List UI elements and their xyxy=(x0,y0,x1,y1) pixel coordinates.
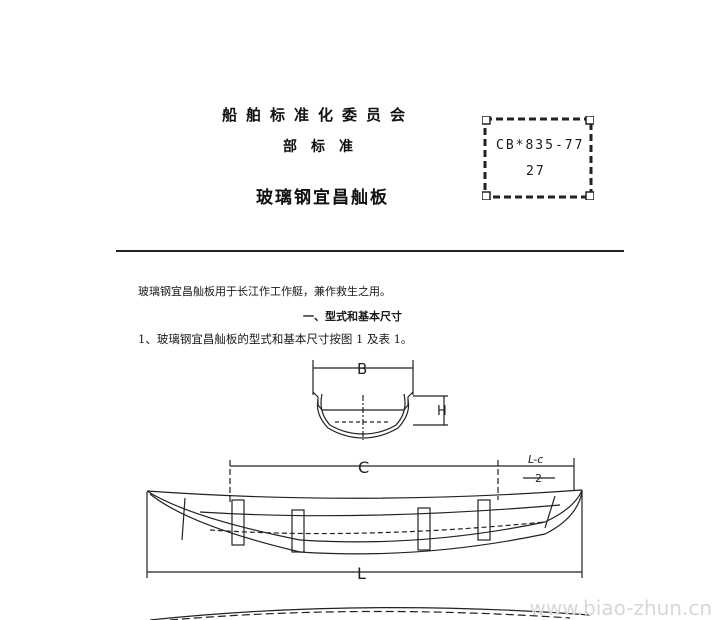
dimension-B-label: B xyxy=(357,360,367,378)
standard-page-number: 27 xyxy=(526,164,546,179)
committee-name: 船舶标准化委员会 xyxy=(222,106,415,124)
dimension-C-label: C xyxy=(358,458,369,477)
header-divider xyxy=(116,250,624,252)
plan-view-outline xyxy=(149,607,591,620)
intro-paragraph: 玻璃钢宜昌舢板用于长江作工作艇，兼作救生之用。 xyxy=(138,285,391,298)
dimension-L-label: L xyxy=(357,564,366,583)
section-heading: 一、型式和基本尺寸 xyxy=(303,310,402,323)
dimension-LC-denominator: 2 xyxy=(535,472,542,485)
side-elevation-view xyxy=(146,458,583,578)
clause-1: 1、玻璃钢宜昌舢板的型式和基本尺寸按图 1 及表 1。 xyxy=(138,332,413,346)
document-title: 玻璃钢宜昌舢板 xyxy=(256,188,389,208)
dimension-H-label: H xyxy=(437,404,447,419)
watermark: www.biao-zhun.cn xyxy=(529,596,712,620)
dimension-LC-numerator: L-c xyxy=(528,453,543,466)
standard-code-box xyxy=(482,116,594,200)
cross-section-view xyxy=(312,360,448,440)
standard-level: 部标准 xyxy=(283,139,367,155)
standard-code: CB*835-77 xyxy=(496,138,585,153)
